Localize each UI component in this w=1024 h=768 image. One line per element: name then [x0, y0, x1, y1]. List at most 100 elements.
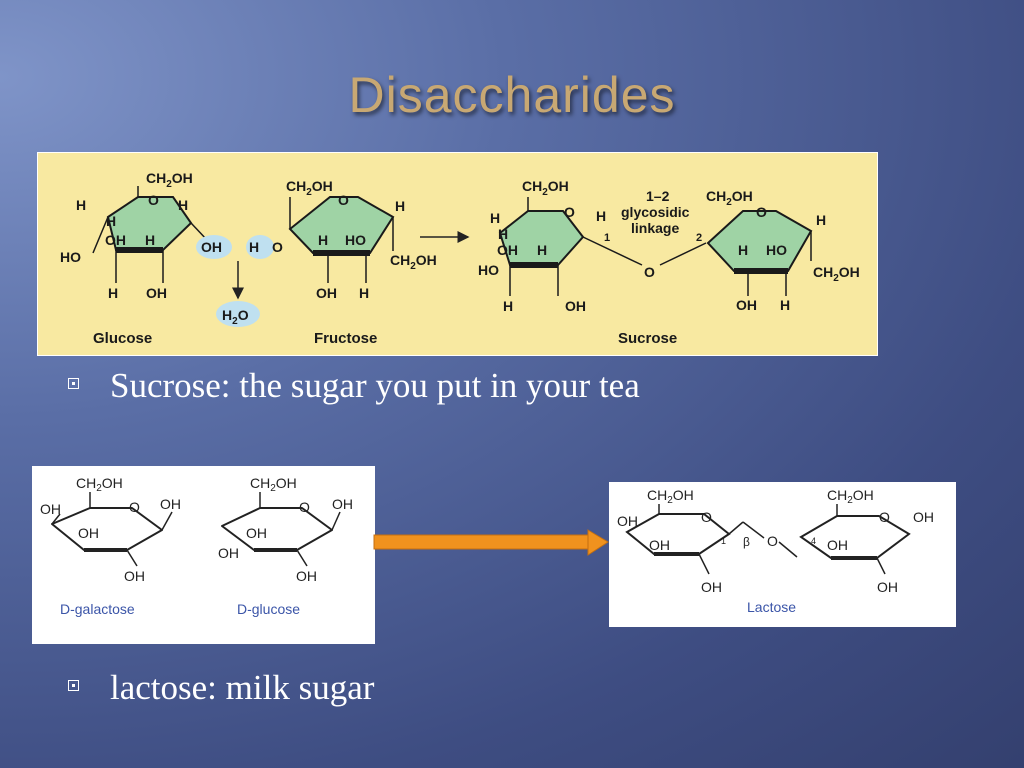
glucose-h2: H	[106, 213, 116, 229]
glucose-leaving-oh: OH	[201, 239, 222, 255]
svg-text:4: 4	[811, 536, 816, 546]
fructose-leaving-h: H	[249, 239, 259, 255]
svg-text:OH: OH	[649, 537, 670, 553]
svg-text:OH: OH	[617, 513, 638, 529]
svg-text:O: O	[129, 499, 140, 515]
glucose-h3: H	[178, 197, 188, 213]
svg-text:β: β	[743, 535, 750, 549]
svg-text:O: O	[701, 509, 712, 525]
svg-text:CH2OH: CH2OH	[522, 178, 569, 198]
glucose-ch2oh: CH2OH	[146, 170, 193, 190]
svg-text:OH: OH	[40, 501, 61, 517]
sucrose-glucose-ring: CH2OH O H H H OH H HO H OH 1	[478, 178, 610, 314]
svg-text:1: 1	[721, 536, 726, 546]
lactose-bridge-o: O	[767, 533, 778, 549]
svg-text:CH2OH: CH2OH	[76, 475, 123, 494]
svg-text:OH: OH	[565, 298, 586, 314]
svg-text:O: O	[879, 509, 890, 525]
svg-text:OH: OH	[332, 496, 353, 512]
svg-text:OH: OH	[497, 242, 518, 258]
bullet-marker-icon	[68, 680, 79, 691]
svg-text:OH: OH	[124, 568, 145, 584]
d-glucose-ring: CH2OH O OH OH OH OH	[218, 475, 353, 584]
lactose-galactose-ring: CH2OH O OH OH OH 1 β	[617, 487, 750, 595]
h-bubble	[246, 235, 274, 259]
fructose-h2: H	[318, 232, 328, 248]
svg-text:CH2OH: CH2OH	[647, 487, 694, 506]
svg-text:O: O	[299, 499, 310, 515]
glucose-h5: H	[108, 285, 118, 301]
galactose-ring: CH2OH O OH OH OH OH	[40, 475, 181, 584]
fructose-ring: CH2OH O O H H HO CH2OH OH H	[272, 178, 437, 301]
svg-text:H: H	[490, 210, 500, 226]
svg-text:H: H	[596, 208, 606, 224]
lactose-diagram: CH2OH O OH OH OH 1 β O CH2OH O OH	[617, 487, 934, 615]
svg-text:1: 1	[604, 232, 610, 244]
svg-text:H: H	[537, 242, 547, 258]
glycosidic-o: O	[644, 264, 655, 280]
glucose-h4: H	[145, 232, 155, 248]
svg-text:H: H	[816, 212, 826, 228]
glucose-h1: H	[76, 197, 86, 213]
sucrose-caption: Sucrose	[618, 330, 677, 347]
svg-text:OH: OH	[736, 297, 757, 313]
svg-text:CH2OH: CH2OH	[706, 188, 753, 208]
galactose-caption: D-galactose	[60, 601, 135, 617]
svg-text:OH: OH	[913, 509, 934, 525]
glucose-oh1: OH	[105, 232, 126, 248]
fructose-h3: H	[359, 285, 369, 301]
water-bubble	[216, 301, 260, 327]
glucose-ho: HO	[60, 249, 81, 265]
fructose-h1: H	[395, 198, 405, 214]
linkage-label-1: 1–2	[646, 188, 670, 204]
svg-text:OH: OH	[78, 525, 99, 541]
svg-text:O: O	[756, 204, 767, 220]
galactose-glucose-diagram: CH2OH O OH OH OH OH D-galactose CH2OH O …	[40, 475, 353, 617]
oh-bubble	[196, 235, 232, 259]
svg-text:O: O	[564, 204, 575, 220]
fructose-caption: Fructose	[314, 330, 377, 347]
svg-text:OH: OH	[218, 545, 239, 561]
glucose-caption: Glucose	[93, 330, 152, 347]
svg-text:H: H	[503, 298, 513, 314]
fructose-ho: HO	[345, 232, 366, 248]
fructose-oh: OH	[316, 285, 337, 301]
bullet-marker-icon	[68, 378, 79, 389]
svg-text:OH: OH	[160, 496, 181, 512]
svg-text:OH: OH	[827, 537, 848, 553]
svg-text:OH: OH	[246, 525, 267, 541]
svg-text:CH2OH: CH2OH	[827, 487, 874, 506]
bullet-lactose-text: lactose: milk sugar	[110, 668, 375, 707]
sucrose-fructose-ring: CH2OH O H H HO CH2OH OH H	[706, 188, 860, 313]
lactose-glucose-ring: CH2OH O OH 4 OH OH	[799, 487, 934, 595]
svg-text:CH2OH: CH2OH	[286, 178, 333, 198]
sucrose-diagram: CH2OH O H H H OH H HO H OH OH H	[60, 170, 860, 347]
svg-text:CH2OH: CH2OH	[250, 475, 297, 494]
svg-text:OH: OH	[296, 568, 317, 584]
water-label: H2O	[222, 307, 249, 327]
lactose-caption: Lactose	[747, 599, 796, 615]
svg-text:H: H	[738, 242, 748, 258]
svg-text:2: 2	[696, 232, 702, 244]
sucrose-formation-figure: CH2OH O H H H OH H HO H OH OH H	[37, 152, 878, 356]
lactose-figure: CH2OH O OH OH OH 1 β O CH2OH O OH	[609, 482, 956, 627]
svg-text:O: O	[338, 192, 349, 208]
svg-text:HO: HO	[766, 242, 787, 258]
orange-arrow	[373, 529, 609, 556]
fructose-o: O	[272, 239, 283, 255]
svg-text:OH: OH	[877, 579, 898, 595]
glucose-ring-o: O	[148, 192, 159, 208]
svg-text:H: H	[780, 297, 790, 313]
glucose-ring: CH2OH O H H H OH H HO H OH	[60, 170, 209, 301]
svg-text:CH2OH: CH2OH	[813, 264, 860, 284]
d-glucose-caption: D-glucose	[237, 601, 300, 617]
svg-text:HO: HO	[478, 262, 499, 278]
linkage-label-3: linkage	[631, 220, 679, 236]
slide-title: Disaccharides	[348, 67, 676, 123]
glucose-oh2: OH	[146, 285, 167, 301]
svg-text:CH2OH: CH2OH	[390, 252, 437, 272]
bullet-sucrose-text: Sucrose: the sugar you put in your tea	[110, 366, 640, 405]
galactose-glucose-figure: CH2OH O OH OH OH OH D-galactose CH2OH O …	[32, 466, 375, 644]
svg-text:OH: OH	[701, 579, 722, 595]
linkage-label-2: glycosidic	[621, 204, 690, 220]
